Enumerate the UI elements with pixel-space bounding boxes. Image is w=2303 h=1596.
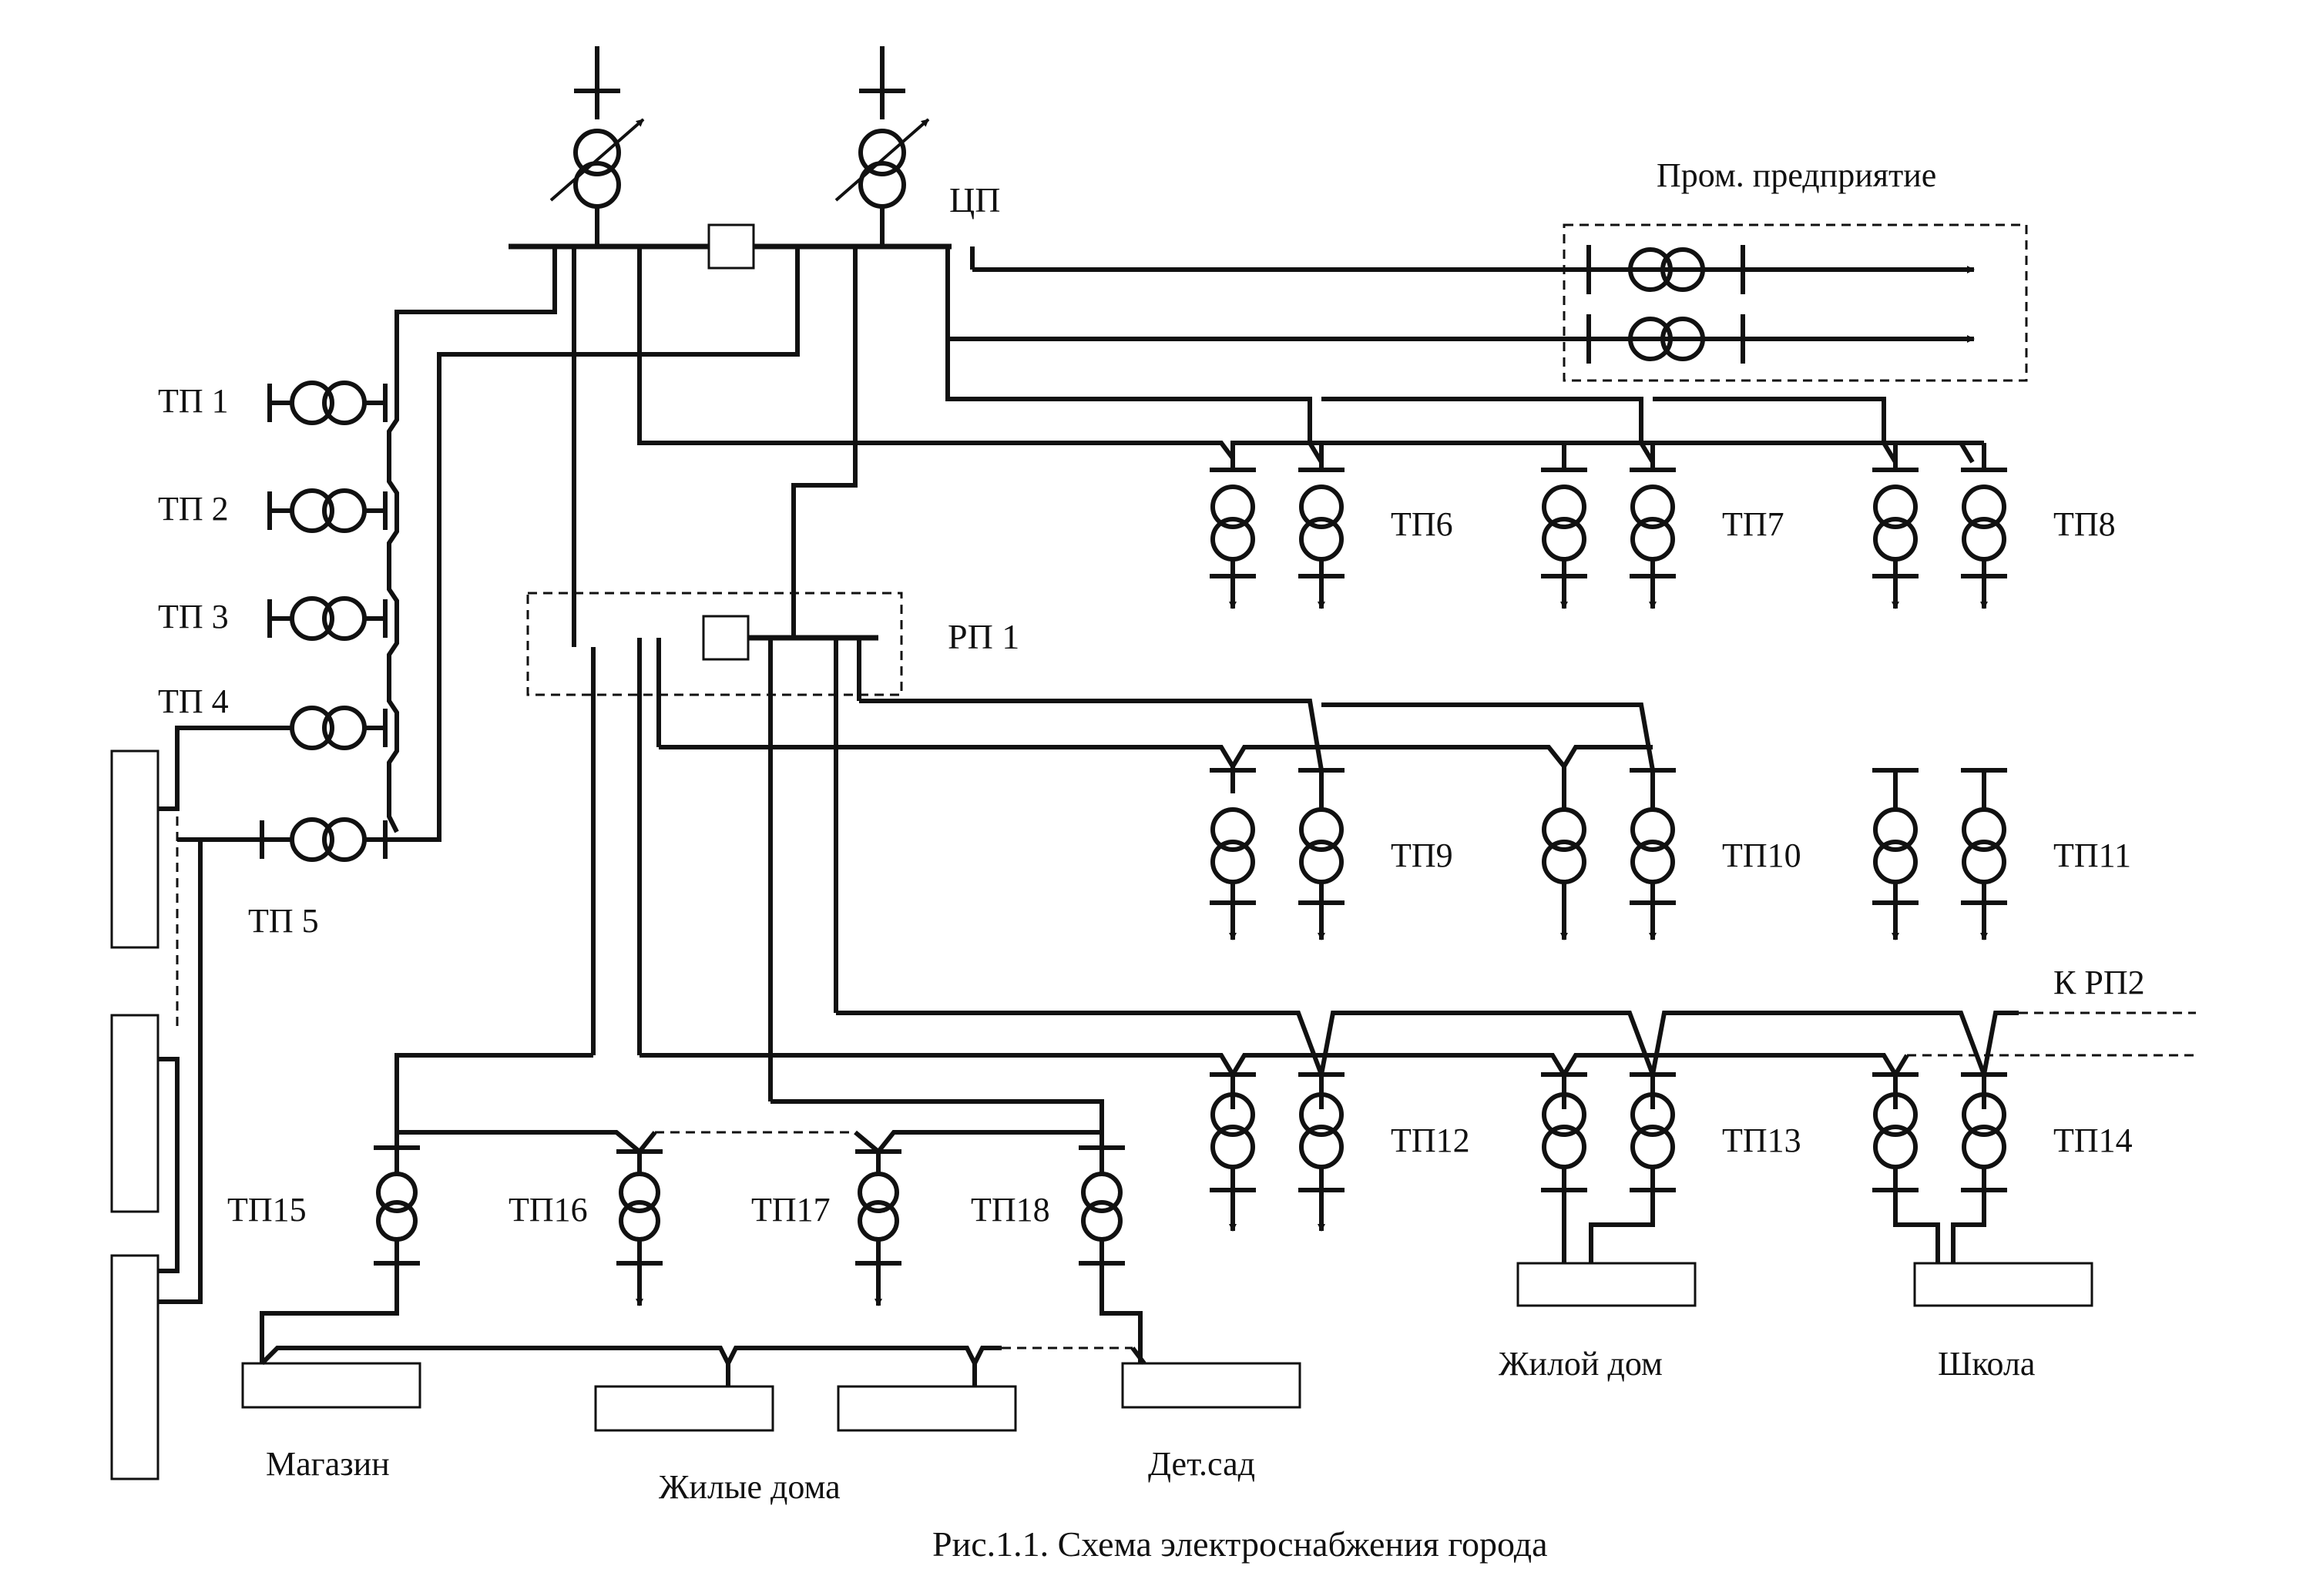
row-tp6-8: ТП6 ТП7 ТП8	[637, 246, 2116, 609]
tp14-label: ТП14	[2053, 1122, 2133, 1159]
consumer-houses-box	[594, 1385, 774, 1432]
tp17-label: ТП17	[751, 1191, 831, 1229]
tp18-label: ТП18	[971, 1191, 1050, 1229]
tp6: ТП6	[1210, 443, 1453, 609]
consumer-kindergarten-label: Дет.сад	[1148, 1445, 1255, 1483]
regulating-transformer-icon	[549, 118, 645, 209]
rp1-label: РП 1	[948, 617, 1019, 656]
lighting-panel-box	[110, 749, 159, 949]
tp4-label: ТП 4	[158, 682, 229, 720]
tp14: ТП14	[1872, 1072, 2133, 1263]
tp17: ТП17	[751, 1149, 901, 1306]
central-substation: ЦП	[509, 46, 1000, 270]
tp10: ТП10	[1542, 766, 1801, 940]
consumer-house-box	[1516, 1262, 1697, 1307]
tp1: ТП 1	[158, 381, 388, 425]
tp6-label: ТП6	[1391, 505, 1453, 543]
tp-left-loop: ТП 1 ТП 2 ТП 3 ТП 4 ТП 5	[110, 246, 800, 1480]
tp18: ТП18	[971, 1145, 1143, 1363]
tp11-label: ТП11	[2053, 837, 2131, 874]
tp8: ТП8	[1872, 443, 2116, 609]
bus-tie-breaker-icon	[707, 223, 755, 270]
tp15-label: ТП15	[227, 1191, 307, 1229]
consumer-houses-box	[837, 1385, 1017, 1432]
regulating-transformer-icon	[834, 118, 930, 209]
consumer-shop-box	[241, 1362, 421, 1409]
row-tp9-11: ТП9 ТП10 ТП11	[659, 699, 2131, 940]
tp13-label: ТП13	[1722, 1122, 1801, 1159]
consumer-school-box	[1913, 1262, 2093, 1307]
tp4: ТП 4	[158, 682, 388, 793]
tp11: ТП11	[1872, 768, 2131, 940]
tp3: ТП 3	[158, 596, 388, 641]
tp2: ТП 2	[158, 488, 388, 533]
transformer-icon	[1628, 247, 1705, 292]
transformer-icon	[1628, 317, 1705, 361]
row-tp15-18: ТП15 ТП16 ТП17 ТП18	[227, 1053, 1301, 1506]
tp9: ТП9	[1210, 766, 1453, 940]
tp3-label: ТП 3	[158, 598, 229, 635]
tp15: ТП15	[227, 1145, 420, 1363]
tp10-label: ТП10	[1722, 837, 1801, 874]
consumer-school-label: Школа	[1938, 1345, 2035, 1383]
section-breaker-icon	[702, 615, 750, 661]
tp1-label: ТП 1	[158, 382, 229, 420]
industrial-label: Пром. предприятие	[1657, 156, 1936, 194]
tp8-label: ТП8	[2053, 505, 2116, 543]
consumer-houses-label: Жилые дома	[659, 1468, 841, 1506]
row-tp12-14: К РП2 ТП12 ТП13 ТП14	[640, 964, 2196, 1383]
tp13: ТП13	[1541, 1072, 1801, 1263]
industrial-enterprise: Пром. предприятие	[945, 156, 2028, 382]
tp9-label: ТП9	[1391, 837, 1453, 874]
consumer-house-label: Жилой дом	[1499, 1345, 1663, 1383]
tp16: ТП16	[509, 1149, 663, 1306]
tp7: ТП7	[1541, 443, 1784, 609]
consumer-kindergarten-box	[1121, 1362, 1301, 1409]
k-rp2-label: К РП2	[2053, 964, 2145, 1001]
lighting-panel-box	[110, 1254, 159, 1480]
tp16-label: ТП16	[509, 1191, 588, 1229]
tp5-label: ТП 5	[248, 902, 319, 940]
lighting-panel-box	[110, 1014, 159, 1213]
figure-caption: Рис.1.1. Схема электроснабжения города	[932, 1524, 1548, 1564]
tp7-label: ТП7	[1722, 505, 1784, 543]
tp5: ТП 5	[177, 817, 389, 940]
tp12: ТП12	[1210, 1072, 1470, 1232]
cp-label: ЦП	[949, 180, 1000, 220]
rp1: РП 1	[526, 246, 1019, 1101]
consumer-shop-label: Магазин	[266, 1445, 390, 1483]
tp12-label: ТП12	[1391, 1122, 1470, 1159]
tp2-label: ТП 2	[158, 490, 229, 528]
